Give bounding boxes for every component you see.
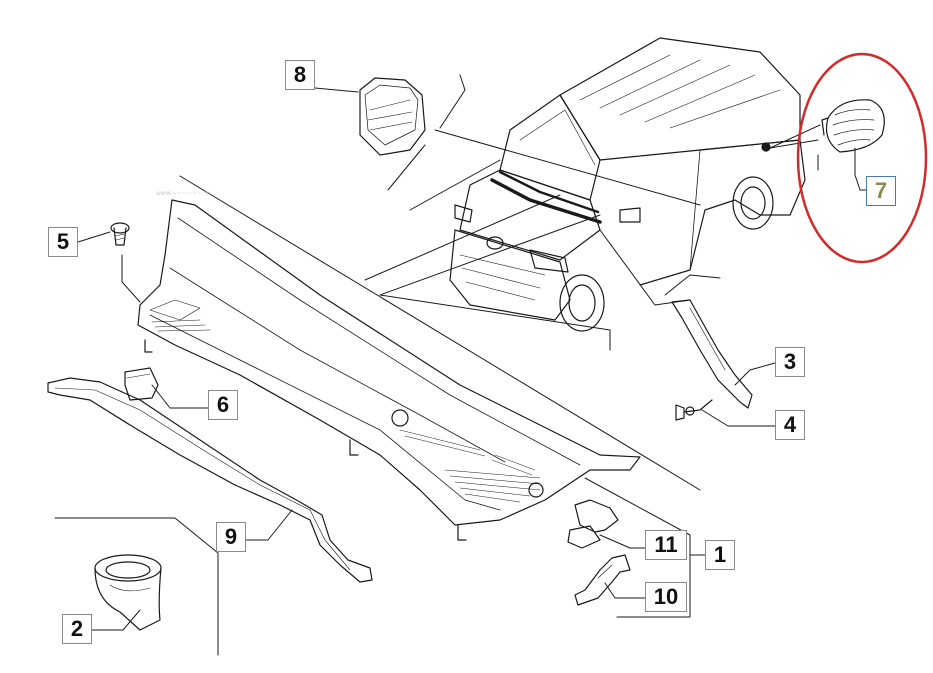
callout-6: 6 xyxy=(208,390,238,420)
callout-8: 8 xyxy=(285,60,315,90)
part-1-cowl-panel xyxy=(137,199,641,541)
callout-3: 3 xyxy=(775,347,805,377)
van-illustration xyxy=(449,37,806,332)
watermark-text: www.~~~~~~.ru xyxy=(156,190,211,197)
callout-11: 11 xyxy=(645,530,687,560)
callout-7: 7 xyxy=(866,176,896,206)
callout-2: 2 xyxy=(62,614,92,644)
callout-10: 10 xyxy=(645,582,687,612)
callout-9: 9 xyxy=(216,522,246,552)
part-5-screw xyxy=(110,222,130,246)
part-9-seal-strip xyxy=(47,377,373,583)
part-8-air-duct xyxy=(359,77,426,156)
part-11-clip xyxy=(567,499,619,549)
callout-1: 1 xyxy=(705,540,735,570)
leader-lines xyxy=(54,74,876,656)
part-2-rubber-boot xyxy=(94,554,162,631)
callout-4: 4 xyxy=(775,410,805,440)
part-3-bracket xyxy=(671,299,753,409)
part-7-side-vent xyxy=(821,99,885,153)
highlight-ring xyxy=(796,52,928,264)
part-4-push-clip xyxy=(675,399,713,421)
callout-5: 5 xyxy=(48,227,78,257)
part-10-hook-clip xyxy=(574,554,631,606)
part-6-grommet xyxy=(124,367,159,401)
